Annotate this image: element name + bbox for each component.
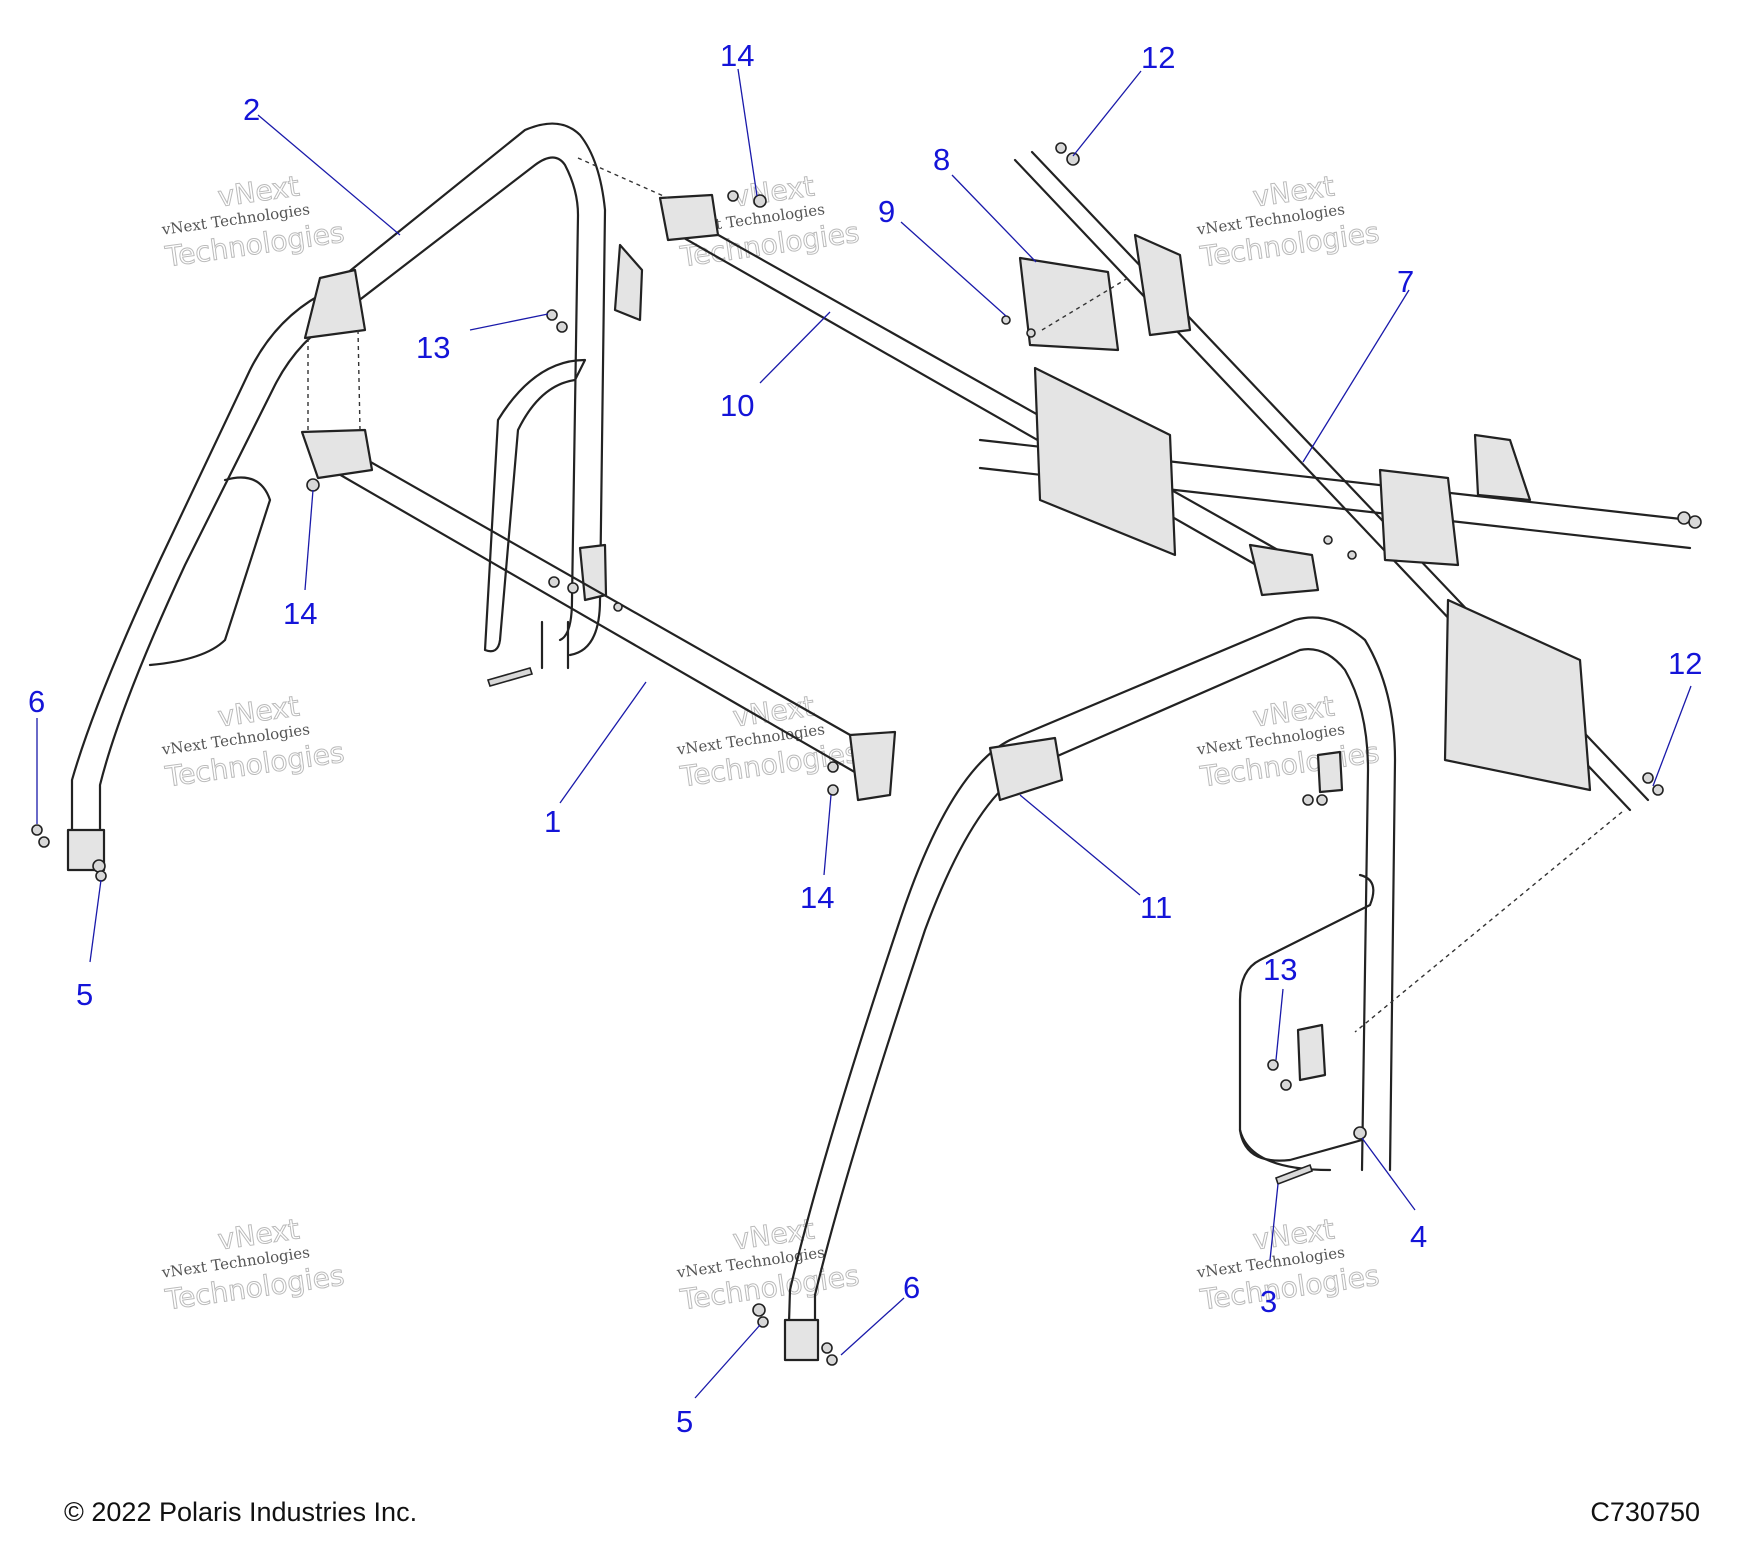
drawing-number: C730750 [1590, 1497, 1700, 1527]
assembly-lines [307, 157, 1623, 1033]
part-7-rear-brace [978, 150, 1692, 812]
callout-6: 6 [28, 684, 45, 719]
callout-11: 11 [1140, 890, 1172, 925]
callout-10: 10 [720, 388, 754, 423]
part-1-cross-bar [300, 428, 897, 802]
copyright: © 2022 Polaris Industries Inc. [64, 1497, 418, 1527]
callout-4: 4 [1410, 1219, 1427, 1254]
callout-14: 14 [800, 880, 834, 915]
callout-14: 14 [720, 38, 754, 73]
part-2-front-cage [66, 122, 644, 872]
callout-13: 13 [416, 330, 450, 365]
callout-12: 12 [1141, 40, 1175, 75]
watermark: vNext Technologies Technologies vNext [160, 1212, 347, 1317]
callout-8: 8 [933, 142, 950, 177]
callout-1: 1 [544, 804, 561, 839]
part-10-upper-bar [658, 193, 1320, 597]
callouts: 14 12 2 8 9 7 13 10 14 6 1 14 11 12 5 13… [28, 38, 1702, 1439]
watermark: vNext Technologies Technologies vNext [1195, 1212, 1382, 1317]
hardware [31, 142, 1702, 1366]
watermark: vNext Technologies Technologies vNext [160, 689, 347, 794]
watermark: vNext Technologies Technologies vNext [675, 689, 862, 794]
leader-lines [36, 68, 1692, 1399]
callout-6: 6 [903, 1270, 920, 1305]
callout-5: 5 [76, 977, 93, 1012]
callout-14: 14 [283, 596, 317, 631]
watermark: vNext Technologies Technologies vNext [1195, 169, 1382, 274]
callout-7: 7 [1397, 264, 1414, 299]
callout-3: 3 [1260, 1284, 1277, 1319]
callout-2: 2 [243, 92, 260, 127]
callout-12: 12 [1668, 646, 1702, 681]
watermark: vNext Technologies Technologies vNext [160, 169, 347, 274]
callout-5: 5 [676, 1404, 693, 1439]
part-11-rear-cage [783, 616, 1397, 1362]
callout-13: 13 [1263, 952, 1297, 987]
callout-9: 9 [878, 194, 895, 229]
watermark: vNext Technologies Technologies vNext [1195, 689, 1382, 794]
watermarks: vNext Technologies Technologies vNext vN… [160, 169, 1382, 1317]
part-8-cover [1018, 256, 1460, 567]
